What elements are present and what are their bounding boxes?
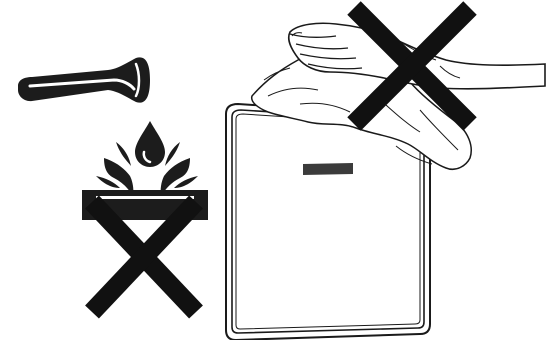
- spray-nozzle-icon: [18, 57, 150, 102]
- sensor-window: [303, 163, 353, 175]
